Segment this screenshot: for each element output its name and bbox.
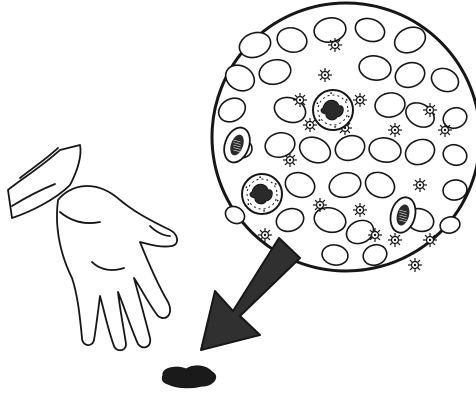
magnified-blood-circle (212, 3, 476, 272)
platelet (368, 228, 382, 242)
platelet (293, 93, 307, 107)
blood-drop (162, 366, 215, 388)
platelet (408, 258, 422, 272)
hand (8, 145, 177, 350)
white-blood-cell (242, 174, 282, 214)
platelet (283, 153, 297, 167)
platelet (423, 103, 437, 117)
platelet (353, 203, 367, 217)
platelet (438, 123, 452, 137)
platelet (423, 233, 437, 247)
arrow (201, 238, 300, 350)
platelet (328, 38, 342, 52)
platelet (258, 228, 272, 242)
white-blood-cell (313, 90, 353, 130)
platelet (413, 178, 427, 192)
platelet (313, 198, 327, 212)
platelet (353, 93, 367, 107)
platelet (388, 123, 402, 137)
platelet (318, 68, 332, 82)
platelet (388, 233, 402, 247)
